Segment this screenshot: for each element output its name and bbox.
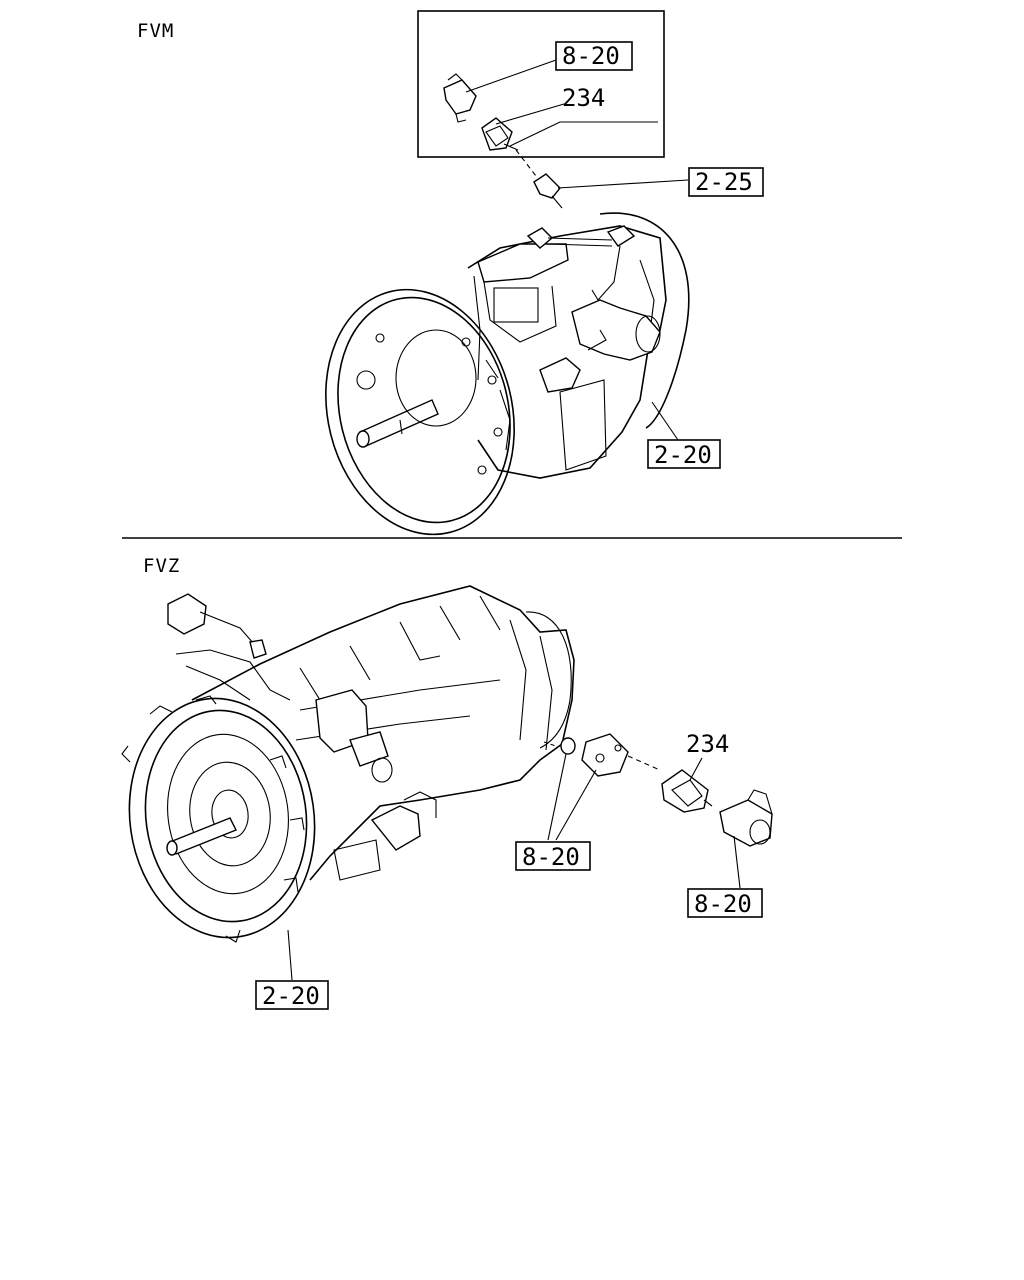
callout-bottom-part: 234	[686, 730, 729, 758]
callout-box-top-fitting[interactable]	[688, 167, 764, 197]
connector-part-top	[443, 73, 477, 123]
transmission-fvz	[121, 585, 575, 943]
harness-connector-bottom	[719, 789, 773, 847]
sensor-part-234-top	[481, 117, 519, 151]
callout-bottom-washer-ref: 8-20	[522, 843, 580, 871]
washer-adapter-bottom	[543, 733, 661, 777]
fitting-part-top	[533, 173, 563, 209]
callout-box-top-inset[interactable]	[555, 41, 633, 71]
callout-box-bottom-transmission[interactable]	[255, 980, 329, 1010]
callout-bottom-harness-ref: 8-20	[694, 890, 752, 918]
transmission-fvm	[325, 212, 690, 536]
callout-box-bottom-harness[interactable]	[687, 888, 763, 918]
section-title-fvz: FVZ	[143, 555, 180, 577]
callout-top-inset-ref: 8-20	[562, 42, 620, 70]
callout-box-bottom-washer[interactable]	[515, 841, 591, 871]
callout-top-transmission-ref: 2-20	[654, 441, 712, 469]
section-title-fvm: FVM	[137, 20, 174, 42]
detail-inset-box	[417, 10, 665, 158]
sensor-part-234-bottom	[661, 769, 713, 813]
callout-top-inset-part: 234	[562, 84, 605, 112]
callout-bottom-transmission-ref: 2-20	[262, 982, 320, 1010]
callout-top-fitting-ref: 2-25	[695, 168, 753, 196]
callout-box-top-transmission[interactable]	[647, 439, 721, 469]
